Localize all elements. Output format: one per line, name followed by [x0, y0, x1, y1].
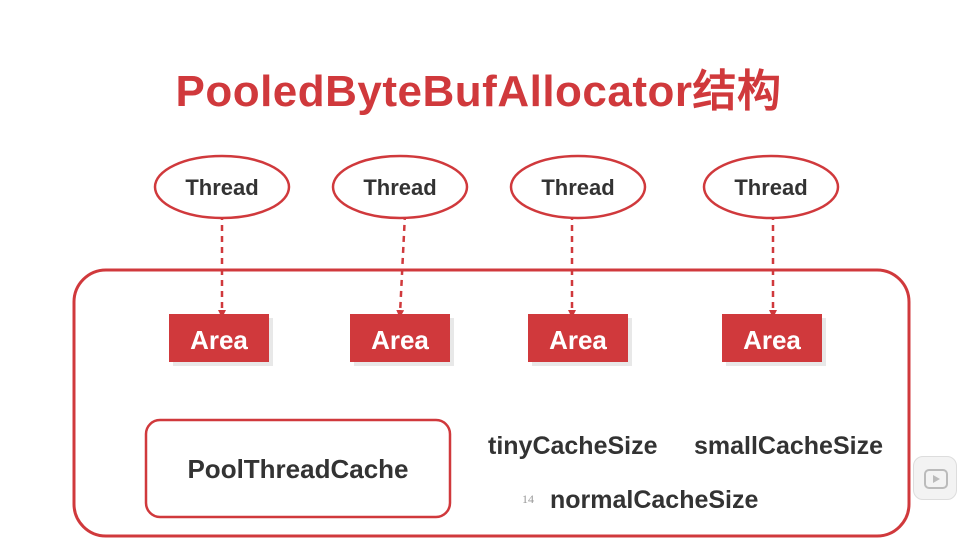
area-label: Area — [743, 325, 801, 355]
area-label: Area — [549, 325, 607, 355]
play-icon — [924, 469, 948, 489]
area-node: Area — [350, 314, 454, 366]
thread-node: Thread — [153, 154, 291, 220]
pool-thread-cache-box: PoolThreadCache — [144, 418, 452, 519]
thread-area-arrow — [396, 213, 407, 318]
allocator-container — [72, 268, 911, 538]
page-title: PooledByteBufAllocator结构 — [175, 67, 782, 116]
thread-label: Thread — [185, 175, 258, 200]
thread-node: Thread — [702, 154, 840, 220]
area-node: Area — [528, 314, 632, 366]
play-button[interactable] — [913, 456, 957, 500]
small-cache-size-label: smallCacheSize — [694, 432, 883, 460]
area-label: Area — [371, 325, 429, 355]
thread-node: Thread — [509, 154, 647, 220]
area-label: Area — [190, 325, 248, 355]
thread-label: Thread — [541, 175, 614, 200]
thread-label: Thread — [734, 175, 807, 200]
area-node: Area — [169, 314, 273, 366]
thread-node: Thread — [331, 154, 469, 220]
pool-thread-cache-label: PoolThreadCache — [187, 454, 408, 484]
area-node: Area — [722, 314, 826, 366]
page-number: 14 — [522, 492, 534, 506]
thread-label: Thread — [363, 175, 436, 200]
tiny-cache-size-label: tinyCacheSize — [488, 432, 658, 460]
normal-cache-size-label: normalCacheSize — [550, 486, 759, 514]
